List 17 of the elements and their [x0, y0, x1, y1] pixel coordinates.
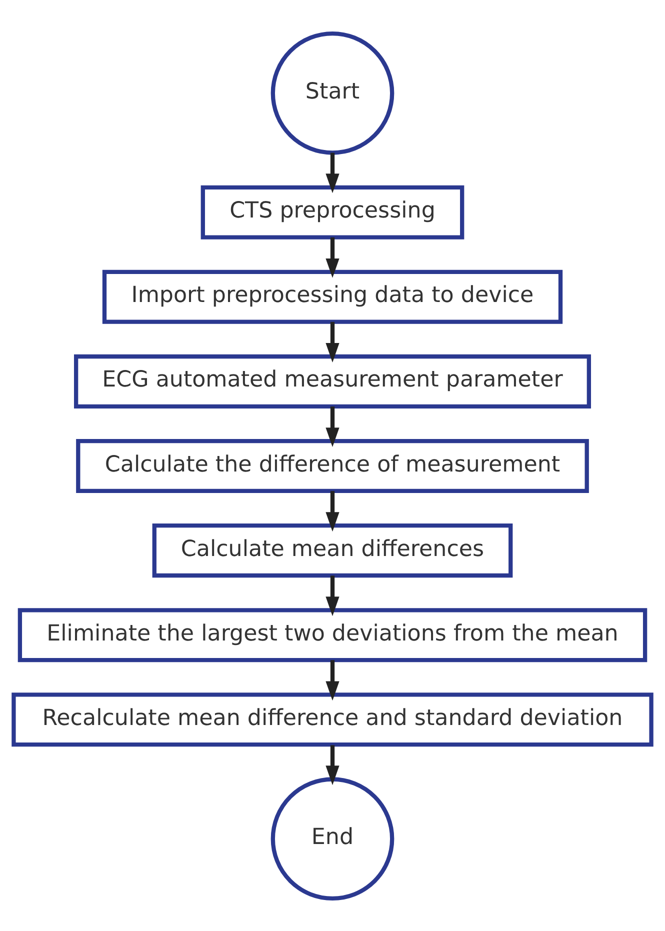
node-box: Import preprocessing data to device [102, 269, 563, 324]
node-circle: Start [270, 30, 394, 154]
arrow [326, 490, 340, 532]
arrow [326, 321, 340, 362]
node-box: Calculate the difference of measurement [76, 438, 589, 493]
node-box: CTS preprocessing [200, 184, 464, 239]
arrow [326, 236, 340, 278]
arrow [326, 406, 340, 447]
node-box: Calculate mean differences [152, 523, 513, 578]
arrow [326, 152, 340, 193]
arrow [326, 575, 340, 616]
arrow [326, 744, 340, 785]
node-box: Eliminate the largest two deviations from the mean [18, 608, 648, 662]
node-box: ECG automated measurement parameter [74, 354, 591, 408]
node-circle: End [270, 776, 394, 900]
node-box: Recalculate mean difference and standard deviation [12, 692, 654, 746]
arrow [326, 660, 340, 700]
